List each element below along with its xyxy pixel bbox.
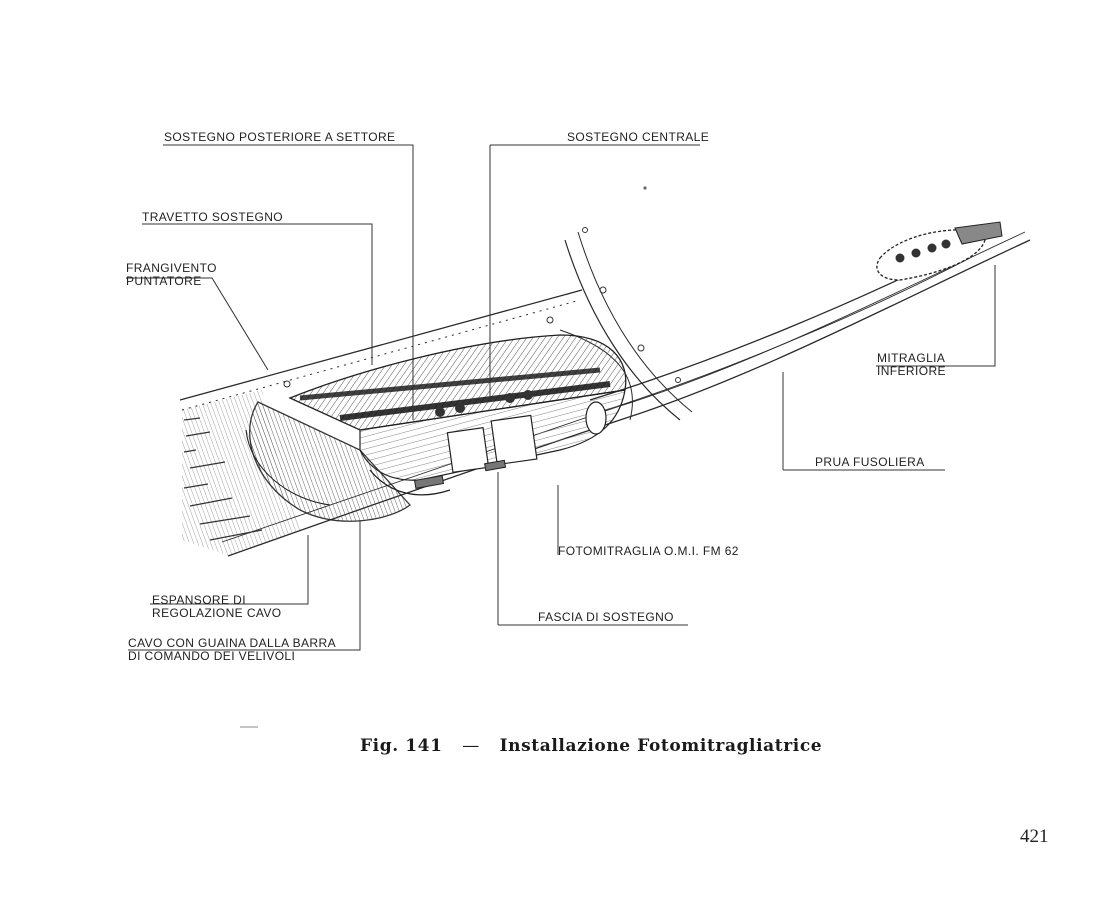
camera-pod — [245, 334, 627, 522]
label-frangivento-line2: PUNTATORE — [126, 274, 202, 288]
figure-title: Installazione Fotomitragliatrice — [499, 736, 823, 756]
nose-gun — [876, 221, 1003, 281]
label-sostegno-centrale: SOSTEGNO CENTRALE — [567, 130, 710, 144]
label-frangivento-line1: FRANGIVENTO — [126, 261, 217, 275]
leader-lines — [126, 144, 996, 651]
figure-caption: Fig. 141 — Installazione Fotomitragliatr… — [360, 736, 822, 756]
stray-marks — [240, 186, 647, 728]
label-fascia-sostegno: FASCIA DI SOSTEGNO — [538, 610, 674, 624]
rivets — [283, 227, 681, 388]
caption-dash: — — [462, 736, 480, 756]
label-prua-fusoliera: PRUA FUSOLIERA — [815, 455, 925, 469]
page-number: 421 — [1020, 826, 1049, 847]
label-espansore-line2: REGOLAZIONE CAVO — [152, 606, 282, 620]
label-fotomitraglia: FOTOMITRAGLIA O.M.I. FM 62 — [558, 544, 739, 558]
label-travetto-sostegno: TRAVETTO SOSTEGNO — [142, 210, 284, 224]
label-cavo-line1: CAVO CON GUAINA DALLA BARRA — [128, 636, 336, 650]
label-espansore-line1: ESPANSORE DI — [152, 593, 246, 607]
figure-number: Fig. 141 — [360, 736, 443, 756]
label-sostegno-posteriore: SOSTEGNO POSTERIORE A SETTORE — [164, 130, 396, 144]
label-mitraglia-line2: INFERIORE — [877, 364, 946, 378]
label-mitraglia-line1: MITRAGLIA — [877, 351, 946, 365]
label-cavo-line2: DI COMANDO DEI VELIVOLI — [128, 649, 296, 663]
